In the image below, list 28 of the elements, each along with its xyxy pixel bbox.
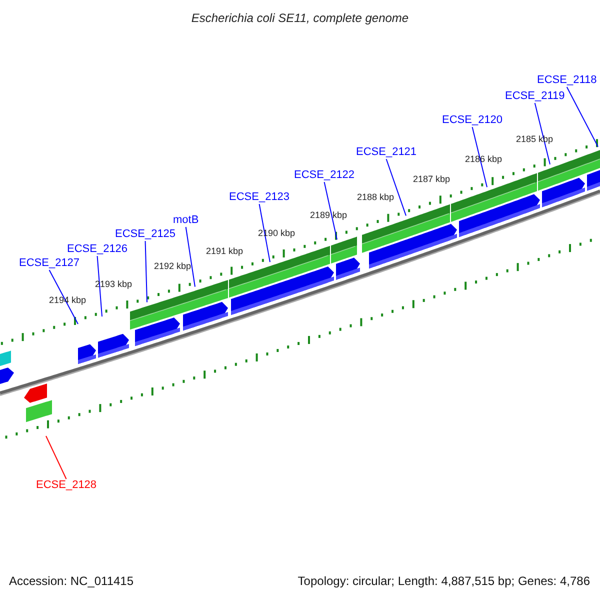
gene-label: ECSE_2121 bbox=[356, 146, 417, 159]
leader-line bbox=[534, 102, 550, 165]
gene-label: ECSE_2118 bbox=[537, 74, 597, 87]
leader-line bbox=[46, 436, 67, 480]
position-label: 2189 kbp bbox=[310, 210, 348, 221]
gene-label: ECSE_2122 bbox=[294, 169, 355, 182]
leader-line bbox=[48, 270, 78, 324]
accession-label: Accession: NC_011415 bbox=[9, 574, 134, 588]
leader-line bbox=[96, 256, 102, 317]
gene-label: ECSE_2128 bbox=[36, 479, 97, 492]
gene-label: ECSE_2119 bbox=[505, 90, 565, 103]
title: Escherichia coli SE11, complete genome bbox=[190, 10, 410, 27]
position-label: 2191 kbp bbox=[206, 246, 244, 257]
gene-label: ECSE_2125 bbox=[115, 228, 176, 241]
leader-line bbox=[566, 86, 598, 148]
position-label: 2192 kbp bbox=[154, 261, 192, 272]
gene-label: ECSE_2126 bbox=[67, 243, 128, 256]
leader-line bbox=[324, 182, 338, 240]
leader-line bbox=[185, 226, 196, 288]
position-label: 2187 kbp bbox=[413, 174, 450, 185]
genome-info-label: Topology: circular; Length: 4,887,515 bp; Genes: 4,786 bbox=[298, 574, 590, 588]
position-label: 2188 kbp bbox=[357, 192, 394, 203]
leader-line bbox=[386, 158, 406, 216]
leader-line bbox=[144, 240, 148, 303]
gene-label: ECSE_2127 bbox=[19, 257, 80, 270]
gene-label: ECSE_2120 bbox=[442, 114, 503, 127]
gene-label: motB bbox=[173, 214, 199, 227]
gene-label: ECSE_2123 bbox=[229, 191, 290, 204]
